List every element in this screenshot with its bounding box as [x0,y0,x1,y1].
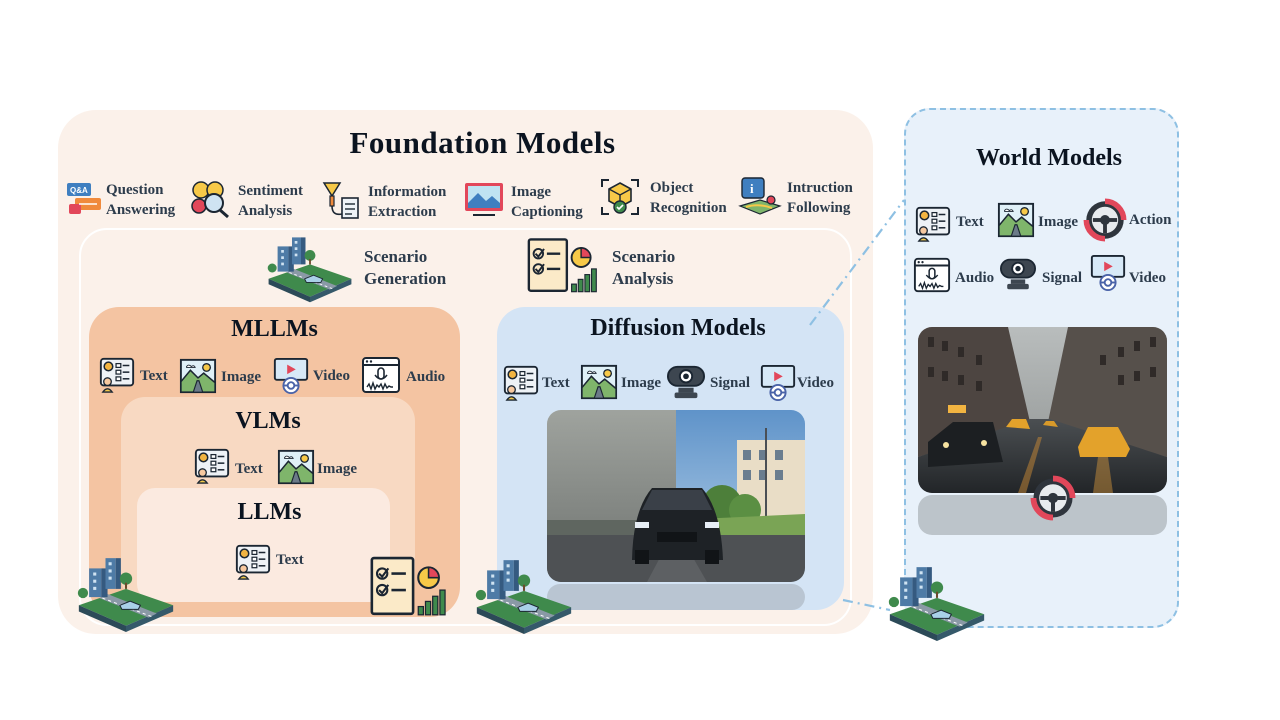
signal-icon [664,363,708,401]
svg-text:i: i [750,181,754,196]
text-icon [234,542,272,582]
image-icon [997,201,1035,239]
world-signal-label: Signal [1042,270,1083,286]
vlms-text-label: Text [235,461,263,477]
steering-wheel-icon [1083,198,1127,242]
vlms-image-label: Image [317,461,357,477]
world-video-label: Video [1129,270,1166,286]
world-audio-label: Audio [955,270,995,286]
instruction-icon: i [738,177,782,215]
world-street-image [918,327,1167,493]
diffusion-models-title: Diffusion Models [590,315,766,341]
analysis-icon [368,555,452,621]
diffusion-image-reflection [547,584,805,610]
audio-icon [912,256,952,294]
diffusion-car-image [547,410,805,582]
diffusion-video-label: Video [797,375,834,391]
signal-icon [996,256,1040,292]
mllms-image-label: Image [221,369,261,385]
image-icon [277,448,315,486]
diffusion-text-label: Text [542,375,570,391]
sentiment-icon [191,181,229,219]
text-icon [98,356,136,394]
llms-text-label: Text [276,552,304,568]
video-icon [272,356,310,396]
world-models-title: World Models [975,145,1122,171]
diffusion-signal-label: Signal [710,375,751,391]
text-icon [914,204,952,244]
image-icon [179,357,217,395]
audio-icon [361,355,401,395]
qa-icon: Q&A [67,183,101,214]
svg-text:Q&A: Q&A [70,186,88,195]
mllms-text-label: Text [140,368,168,384]
scenario-analysis-icon [526,236,602,298]
steering-wheel-icon [1030,475,1076,521]
llms-title: LLMs [237,499,302,525]
scenario-generation-icon [264,232,356,304]
world-image-label: Image [1038,214,1078,230]
image-icon [580,363,618,401]
mllms-title: MLLMs [231,316,318,342]
world-action-label: Action [1129,212,1172,228]
mllms-video-label: Video [313,368,350,384]
diffusion-image-label: Image [621,375,661,391]
foundation-models-title: Foundation Models [349,125,616,160]
object-icon [601,179,639,215]
world-text-label: Text [956,214,984,230]
video-icon [1089,253,1127,293]
city-icon [74,552,178,634]
text-icon [502,364,540,402]
video-icon [759,363,797,403]
foundation-inner-frame [79,228,852,626]
city-icon [472,554,576,636]
vlms-title: VLMs [235,408,301,434]
text-icon [193,447,231,485]
captioning-icon [465,183,503,216]
city-icon [885,561,989,643]
mllms-audio-label: Audio [406,369,446,385]
extraction-icon [322,182,359,219]
